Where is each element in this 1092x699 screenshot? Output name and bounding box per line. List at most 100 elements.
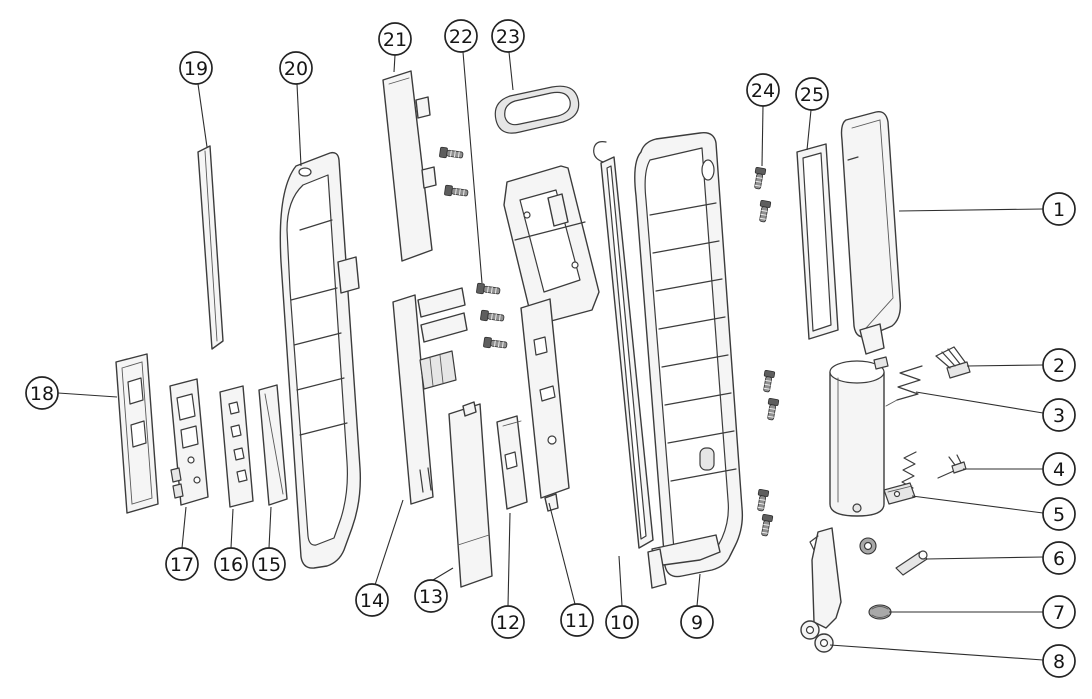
svg-text:2: 2 — [1053, 355, 1065, 377]
callout-7: 7 — [1042, 595, 1076, 629]
svg-text:10: 10 — [610, 612, 634, 634]
part-23-oval-cap — [494, 85, 580, 134]
callout-17: 17 — [165, 547, 199, 581]
svg-text:3: 3 — [1053, 405, 1065, 427]
callout-15: 15 — [252, 547, 286, 581]
callout-24: 24 — [746, 73, 780, 107]
leader-line-24 — [761, 105, 764, 167]
leader-line-2 — [966, 364, 1044, 367]
svg-text:7: 7 — [1053, 602, 1065, 624]
leader-line-1 — [898, 208, 1044, 212]
svg-text:16: 16 — [219, 554, 243, 576]
svg-text:19: 19 — [184, 58, 208, 80]
svg-text:17: 17 — [170, 554, 194, 576]
leader-line-3 — [915, 391, 1044, 414]
callout-14: 14 — [355, 583, 389, 617]
callout-10: 10 — [605, 605, 639, 639]
svg-text:18: 18 — [30, 383, 54, 405]
part-3-coil-spring — [885, 365, 923, 407]
callout-9: 9 — [680, 605, 714, 639]
part-1-rear-cover — [840, 111, 902, 355]
leader-line-14 — [374, 499, 404, 586]
leader-line-17 — [181, 506, 187, 549]
leader-line-5 — [911, 495, 1044, 514]
svg-text:25: 25 — [800, 84, 824, 106]
callout-12: 12 — [491, 605, 525, 639]
callout-21: 21 — [378, 22, 412, 56]
callout-20: 20 — [279, 51, 313, 85]
callout-1: 1 — [1042, 192, 1076, 226]
leader-line-25 — [806, 109, 812, 151]
callout-19: 19 — [179, 51, 213, 85]
part-11-circuit-board — [520, 298, 570, 512]
part-4-contact-lead — [937, 454, 967, 479]
leader-line-9 — [696, 573, 701, 607]
callout-22: 22 — [444, 19, 478, 53]
leader-line-16 — [230, 508, 234, 549]
svg-text:4: 4 — [1053, 459, 1065, 481]
callout-13: 13 — [414, 579, 448, 613]
svg-text:5: 5 — [1053, 504, 1065, 526]
part-18-end-plate — [115, 353, 159, 514]
callout-25: 25 — [795, 77, 829, 111]
callout-23: 23 — [491, 19, 525, 53]
callout-16: 16 — [214, 547, 248, 581]
part-20-front-frame — [279, 151, 362, 569]
callout-3: 3 — [1042, 398, 1076, 432]
leader-line-8 — [829, 644, 1044, 661]
part-13-cover-plate — [448, 401, 493, 588]
callout-5: 5 — [1042, 497, 1076, 531]
callout-11: 11 — [560, 603, 594, 637]
part-6-hinge-pin — [859, 537, 928, 576]
callout-6: 6 — [1042, 541, 1076, 575]
callout-2: 2 — [1042, 348, 1076, 382]
svg-text:11: 11 — [565, 610, 589, 632]
svg-text:13: 13 — [419, 586, 443, 608]
callouts: 1 2 3 4 5 6 7 8 9 10 11 12 13 14 15 16 1… — [25, 19, 1076, 678]
svg-text:9: 9 — [691, 612, 703, 634]
part-24-screws — [751, 166, 780, 538]
part-7-small-coil — [868, 604, 892, 620]
part-10-gasket-loop — [593, 141, 654, 549]
leader-line-6 — [925, 556, 1044, 560]
svg-text:12: 12 — [496, 612, 520, 634]
svg-text:8: 8 — [1053, 651, 1065, 673]
leader-line-23 — [508, 51, 514, 91]
part-12-small-plate — [496, 415, 528, 510]
leader-line-12 — [507, 512, 511, 607]
part-8-pivot-bracket — [800, 527, 842, 653]
part-chassis-bracket — [503, 165, 600, 325]
svg-text:1: 1 — [1053, 199, 1065, 221]
svg-text:14: 14 — [360, 590, 384, 612]
part-16-keypad-strip — [219, 385, 254, 508]
leader-line-21 — [393, 54, 396, 73]
part-21-notched-plate — [382, 70, 437, 262]
part-25-gasket-frame — [796, 143, 839, 340]
part-15-thin-strip — [258, 384, 288, 506]
part-battery-cylinder — [829, 356, 889, 517]
svg-text:23: 23 — [496, 26, 520, 48]
svg-text:20: 20 — [284, 58, 308, 80]
leader-line-22 — [462, 51, 483, 284]
leader-line-15 — [268, 506, 272, 549]
part-19-lens-strip — [197, 145, 224, 350]
leader-line-13 — [432, 567, 454, 581]
leader-line-10 — [618, 555, 623, 607]
leader-line-20 — [296, 83, 302, 167]
part-14-connector-board — [392, 287, 468, 505]
part-5-contact-plate — [883, 482, 916, 505]
svg-text:6: 6 — [1053, 548, 1065, 570]
part-17-latch-mechanism — [169, 378, 209, 506]
leader-line-19 — [197, 83, 208, 148]
callout-4: 4 — [1042, 452, 1076, 486]
callout-18: 18 — [25, 376, 59, 410]
leader-line-18 — [57, 392, 118, 398]
svg-text:22: 22 — [449, 26, 473, 48]
callout-8: 8 — [1042, 644, 1076, 678]
leader-line-11 — [548, 502, 576, 605]
part-contact-spring — [901, 451, 917, 489]
part-9-rear-housing — [634, 132, 744, 589]
svg-text:15: 15 — [257, 554, 281, 576]
